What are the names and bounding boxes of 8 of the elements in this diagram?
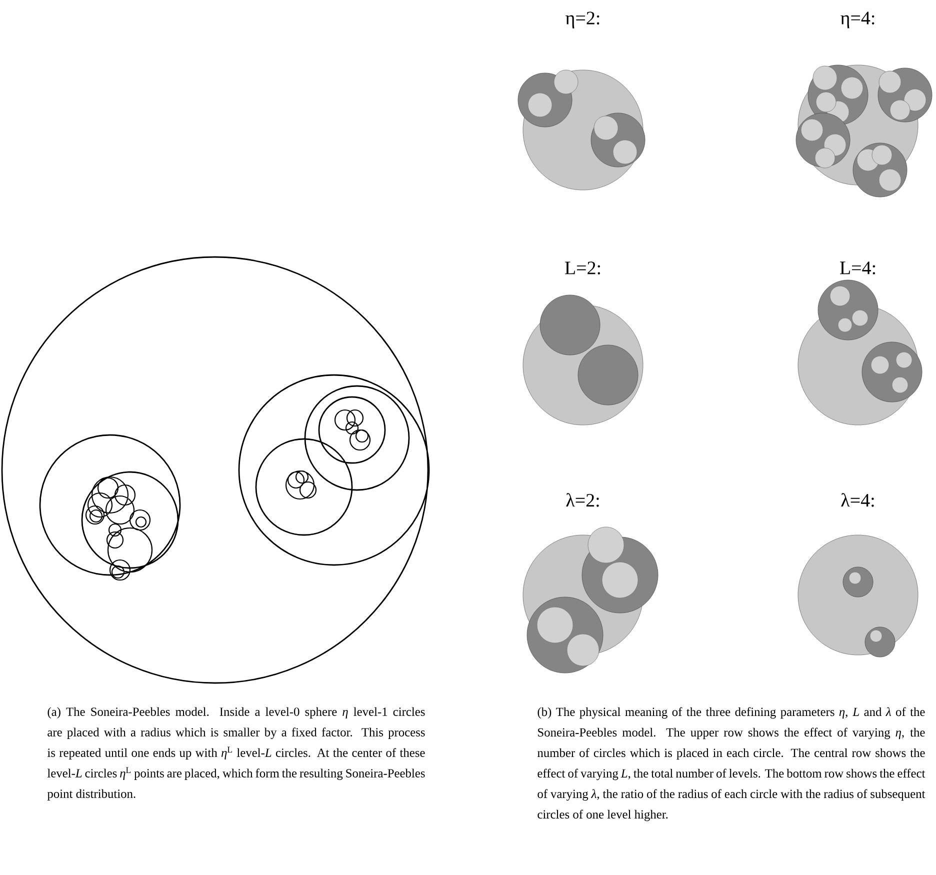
panel-title: λ=4: — [841, 493, 874, 507]
caption: (a) The Soneira-Peebles model. Inside a level-0 sphere η level-1 circles are placed with a radius which is smaller by a fixed factor. This process is repeated until one ends up with η$^{L}$ level-L circles. At the center of these level-L circles η$^{L}$ points are placed, which form the resulting Soneira-Peebles point distribution. — [47, 707, 425, 800]
panel-title: η=4: — [840, 12, 874, 28]
panel-title: λ=2: — [566, 493, 599, 507]
panel-title: L=4: — [840, 262, 876, 274]
panel-title: η=2: — [566, 12, 600, 28]
panel-title: L=2: — [565, 262, 600, 274]
caption: (b) The physical meaning of the three defining parameters η, L and λ of the Soneira-Peebles model. The upper row shows the effect of varying η, the number of circles which is placed in each circle. The central row shows the effect of varying L, the total number of levels. The bottom row shows the effect of varying λ, the ratio of the radius of each circle with the radius of subsequent circles of one level higher. — [538, 707, 926, 822]
